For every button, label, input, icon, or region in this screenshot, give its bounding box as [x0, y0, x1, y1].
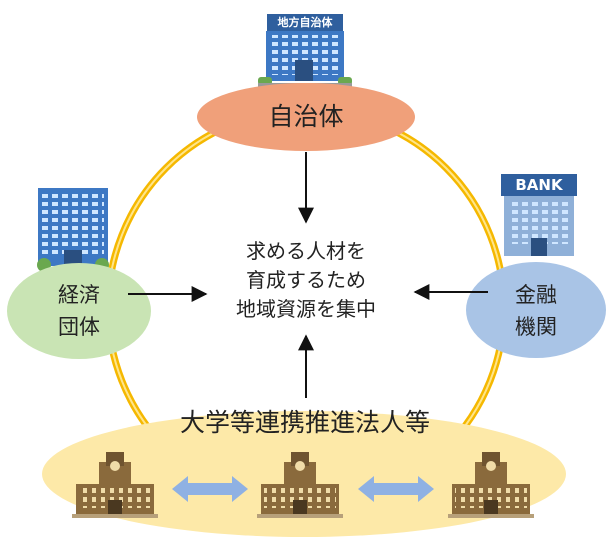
bank-building-sign: BANK — [515, 176, 563, 194]
center-text-line2: 育成するため — [246, 268, 366, 292]
financial-label-line1: 金融 — [515, 283, 557, 307]
economic-org-label-line1: 経済 — [58, 283, 100, 307]
municipality-label: 自治体 — [268, 102, 344, 131]
financial-oval — [466, 262, 606, 358]
university-building-icon-1 — [72, 452, 158, 518]
financial-label-line2: 機関 — [515, 315, 557, 339]
university-building-icon-3 — [448, 452, 534, 518]
municipality-oval — [197, 83, 415, 151]
economic-org-label-line2: 団体 — [58, 315, 100, 339]
municipality-building-sign: 地方自治体 — [277, 16, 333, 29]
center-text-line3: 地域資源を集中 — [236, 297, 376, 321]
double-arrow-right — [358, 476, 434, 502]
economic-building-icon — [37, 188, 109, 272]
economic-org-oval — [7, 263, 151, 359]
university-label: 大学等連携推進法人等 — [179, 408, 430, 437]
bank-building-icon — [501, 174, 577, 256]
double-arrow-left — [172, 476, 248, 502]
center-text-line1: 求める人材を — [246, 239, 366, 263]
municipality-building-icon — [258, 14, 352, 87]
university-building-icon-2 — [257, 452, 343, 518]
